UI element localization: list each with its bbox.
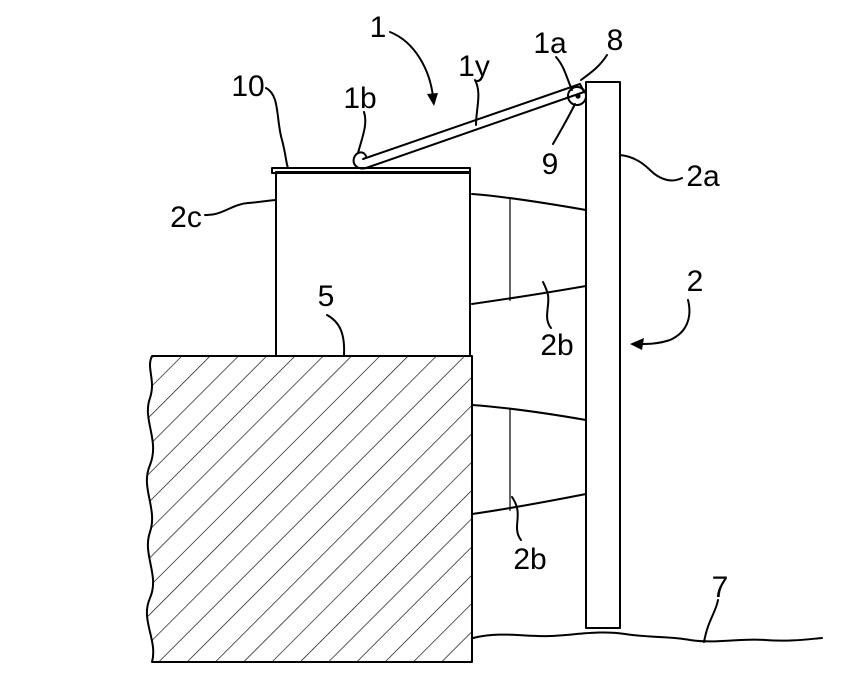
quay-wall bbox=[145, 355, 473, 663]
label-pin: 8 bbox=[607, 24, 624, 57]
hinge bbox=[567, 86, 587, 106]
plate bbox=[271, 167, 471, 174]
label-mounting-block: 2c bbox=[170, 201, 202, 234]
label-free-end: 1b bbox=[343, 82, 376, 115]
label-fender-system: 2 bbox=[687, 265, 704, 298]
label-rubber-element-lower: 2b bbox=[513, 543, 546, 576]
label-front-panel: 2a bbox=[686, 160, 720, 193]
arm bbox=[352, 83, 585, 170]
label-hinge-end: 1a bbox=[533, 27, 567, 60]
rubber-element-upper bbox=[471, 193, 587, 305]
front-panel bbox=[585, 81, 621, 629]
label-axis: 9 bbox=[542, 148, 559, 181]
water-line bbox=[472, 631, 823, 643]
reference-labels: 1 10 1b 1y 1a 8 9 2a 2 2c 5 2b 2b 7 bbox=[170, 11, 728, 604]
label-device: 1 bbox=[370, 11, 387, 44]
label-arm: 1y bbox=[458, 50, 490, 83]
pin-dot bbox=[575, 93, 581, 99]
label-rubber-element-upper: 2b bbox=[540, 329, 573, 362]
mounting-block bbox=[275, 171, 471, 357]
leader-lines bbox=[204, 31, 719, 643]
label-plate: 10 bbox=[231, 70, 264, 103]
label-quay-surface: 5 bbox=[318, 280, 335, 313]
label-water-line: 7 bbox=[712, 571, 729, 604]
rubber-element-lower bbox=[471, 404, 587, 515]
